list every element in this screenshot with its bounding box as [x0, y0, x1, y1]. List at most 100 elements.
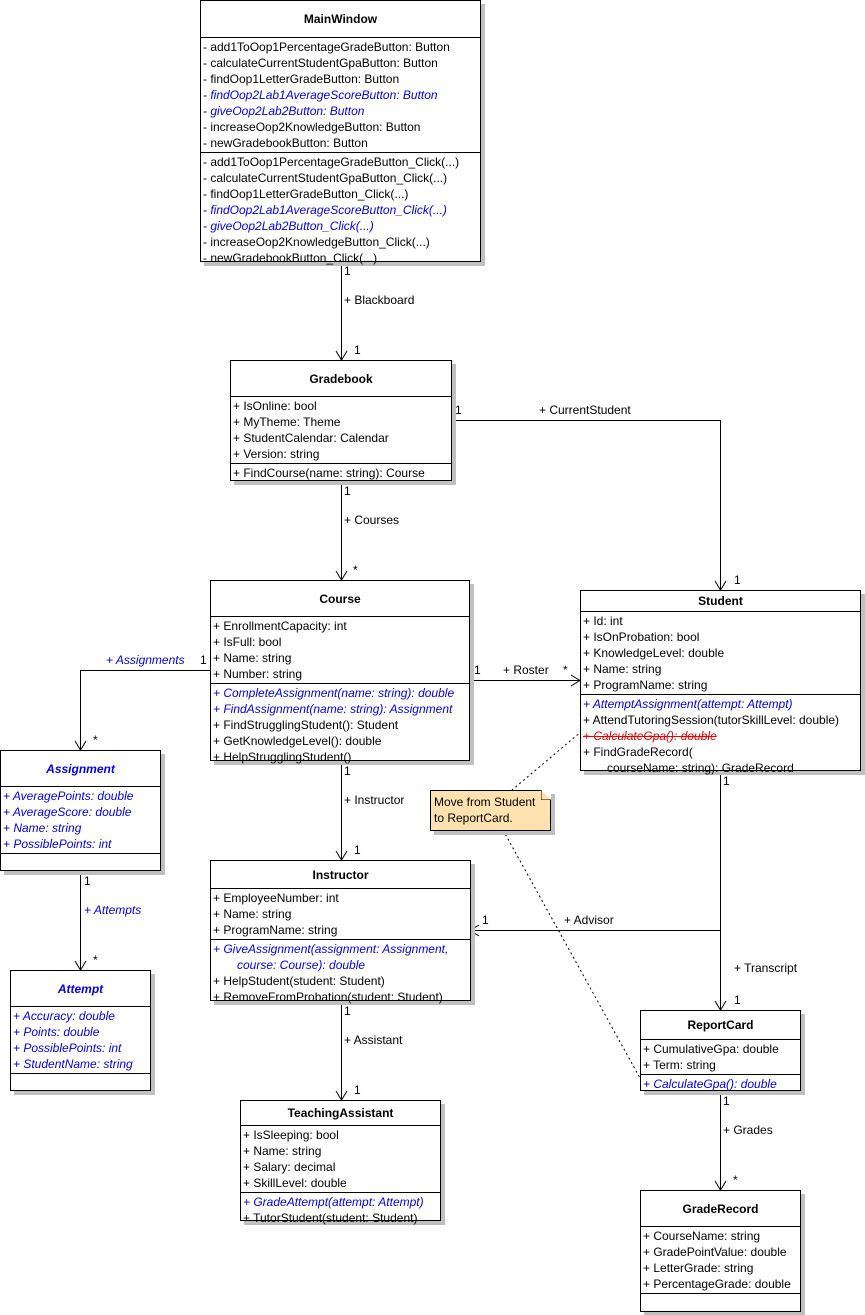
class-attribute: + PossiblePoints: int: [3, 837, 112, 851]
class-instructor[interactable]: Instructor + EmployeeNumber: int+ Name: …: [210, 860, 471, 1004]
class-attribute: - newGradebookButton: Button: [203, 136, 368, 150]
class-attribute: + AveragePoints: double: [3, 789, 134, 803]
class-attribute: + ProgramName: string: [583, 678, 708, 692]
note-anchor-student-line: [511, 730, 583, 791]
class-method: + GiveAssignment(assignment: Assignment,: [213, 942, 449, 956]
class-method: + GetKnowledgeLevel(): double: [213, 734, 382, 748]
class-attribute: + Accuracy: double: [13, 1009, 115, 1023]
role-assignments: + Assignments: [106, 653, 185, 667]
methods-section: + AttemptAssignment(attempt: Attempt) + A…: [581, 695, 860, 777]
class-attribute: + Name: string: [583, 662, 662, 676]
class-graderecord[interactable]: GradeRecord + CourseName: string+ GradeP…: [640, 1190, 801, 1312]
class-attribute: + Points: double: [13, 1025, 100, 1039]
methods-section: + CalculateGpa(): double: [641, 1075, 800, 1093]
class-name: Assignment: [1, 751, 160, 787]
class-teachingassistant[interactable]: TeachingAssistant + IsSleeping: bool + Na…: [240, 1100, 441, 1225]
class-attribute: + ProgramName: string: [213, 923, 338, 937]
attributes-section: + CumulativeGpa: double+ Term: string: [641, 1040, 800, 1075]
class-attribute: - increaseOop2KnowledgeButton: Button: [203, 120, 421, 134]
mult-blackboard-dst: 1: [354, 343, 361, 357]
attributes-section: + Accuracy: double + Points: double + Poss…: [11, 1007, 150, 1074]
class-attribute: + EmployeeNumber: int: [213, 891, 339, 905]
mult-instructor-src: 1: [344, 764, 351, 778]
class-reportcard[interactable]: ReportCard + CumulativeGpa: double+ Term…: [640, 1010, 801, 1091]
class-method: - findOop1LetterGradeButton_Click(...): [203, 187, 409, 201]
attributes-section: - add1ToOop1PercentageGradeButton: Butto…: [201, 38, 480, 153]
mult-instructor-dst: 1: [354, 843, 361, 857]
mult-courses-src: 1: [344, 484, 351, 498]
note-line: Move from Student: [434, 795, 536, 809]
class-method: + FindStrugglingStudent(): Student: [213, 718, 399, 732]
role-courses: + Courses: [344, 513, 400, 527]
association-assignments-line: [80, 670, 210, 750]
mult-courses-dst: *: [353, 563, 358, 577]
class-attribute: + Name: string: [3, 821, 82, 835]
class-attribute: - calculateCurrentStudentGpaButton: Butt…: [203, 56, 438, 70]
class-attribute: + Name: string: [213, 907, 292, 921]
mult-transcript-dst: 1: [734, 993, 741, 1007]
class-attempt[interactable]: Attempt + Accuracy: double+ Points: doub…: [10, 970, 151, 1091]
class-attribute: - findOop2Lab1AverageScoreButton: Button: [203, 88, 438, 102]
mult-grades-dst: *: [733, 1173, 738, 1187]
role-currentstudent: + CurrentStudent: [539, 403, 631, 417]
class-method: + GradeAttempt(attempt: Attempt): [243, 1195, 424, 1209]
class-method: + CalculateGpa(): double: [643, 1077, 777, 1091]
class-name: Course: [211, 581, 469, 617]
class-student[interactable]: Student + Id: int+ IsOnProbation: bool+ …: [580, 590, 861, 775]
role-instructor: + Instructor: [344, 793, 405, 807]
class-attribute: + KnowledgeLevel: double: [583, 646, 725, 660]
mult-assignments-src: 1: [200, 653, 207, 667]
note-line: to ReportCard.: [434, 811, 513, 825]
methods-section: [641, 1294, 800, 1315]
class-course[interactable]: Course + EnrollmentCapacity: int+ IsFull…: [210, 580, 470, 764]
methods-section: + CompleteAssignment(name: string): doub…: [211, 684, 469, 766]
methods-section: + FindCourse(name: string): Course: [231, 464, 451, 482]
class-attribute: + CourseName: string: [643, 1229, 761, 1243]
class-method: - findOop2Lab1AverageScoreButton_Click(.…: [203, 203, 447, 217]
class-attribute: + StudentName: string: [13, 1057, 133, 1071]
role-attempts: + Attempts: [84, 903, 142, 917]
class-assignment[interactable]: Assignment + AveragePoints: double+ Aver…: [0, 750, 161, 871]
class-method: - giveOop2Lab2Button_Click(...): [203, 219, 374, 233]
class-attribute: - findOop1LetterGradeButton: Button: [203, 72, 400, 86]
methods-section: - add1ToOop1PercentageGradeButton_Click(…: [201, 153, 480, 267]
class-name: TeachingAssistant: [241, 1101, 440, 1126]
class-method: + FindGradeRecord(: [583, 745, 693, 759]
class-attribute: + Name: string: [243, 1144, 322, 1158]
methods-section: [1, 854, 160, 874]
mult-blackboard-src: 1: [344, 264, 351, 278]
class-method: + AttendTutoringSession(tutorSkillLevel:…: [583, 713, 840, 727]
note-move-calculategpa[interactable]: Move from Student to ReportCard.: [430, 790, 551, 831]
class-name: MainWindow: [201, 1, 480, 38]
class-attribute: + Term: string: [643, 1058, 716, 1072]
class-method: + AttemptAssignment(attempt: Attempt): [583, 697, 793, 711]
role-roster: + Roster: [503, 663, 549, 677]
class-attribute: - giveOop2Lab2Button: Button: [203, 104, 365, 118]
class-method: - add1ToOop1PercentageGradeButton_Click(…: [203, 155, 460, 169]
class-method: + HelpStudent(student: Student): [213, 974, 385, 988]
mult-roster-src: 1: [474, 663, 481, 677]
mult-roster-dst: *: [563, 663, 568, 677]
class-attribute: + LetterGrade: string: [643, 1261, 754, 1275]
role-advisor: + Advisor: [564, 913, 614, 927]
class-attribute: - add1ToOop1PercentageGradeButton: Butto…: [203, 40, 450, 54]
association-currentstudent-line: [452, 420, 721, 590]
class-method: + FindCourse(name: string): Course: [233, 466, 425, 480]
class-attribute: + IsFull: bool: [213, 635, 282, 649]
attributes-section: + CourseName: string+ GradePointValue: d…: [641, 1227, 800, 1294]
class-mainwindow[interactable]: MainWindow - add1ToOop1PercentageGradeBu…: [200, 0, 481, 265]
class-attribute: + PossiblePoints: int: [13, 1041, 122, 1055]
attributes-section: + Id: int+ IsOnProbation: bool+ Knowledg…: [581, 612, 860, 695]
mult-currentstudent-dst: 1: [734, 573, 741, 587]
mult-assignments-dst: *: [93, 733, 98, 747]
class-attribute: + IsSleeping: bool: [243, 1128, 339, 1142]
class-attribute: + Salary: decimal: [243, 1160, 336, 1174]
class-attribute: + MyTheme: Theme: [233, 415, 341, 429]
role-assistant: + Assistant: [344, 1033, 403, 1047]
class-attribute: + SkillLevel: double: [243, 1176, 347, 1190]
mult-grades-src: 1: [723, 1094, 730, 1108]
class-gradebook[interactable]: Gradebook + IsOnline: bool+ MyTheme: The…: [230, 360, 452, 481]
methods-section: + GiveAssignment(assignment: Assignment,…: [211, 940, 470, 1006]
class-name: GradeRecord: [641, 1191, 800, 1227]
